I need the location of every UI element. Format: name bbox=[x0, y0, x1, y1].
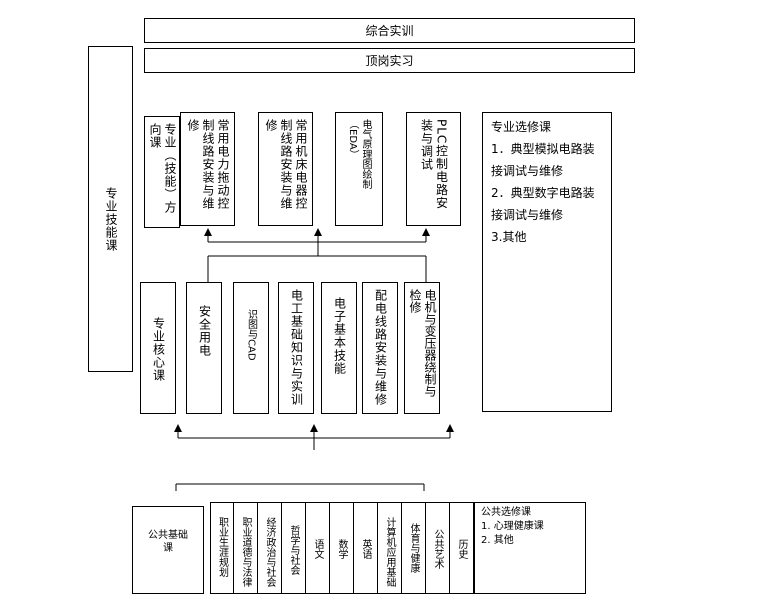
public-course-cell: 体育与健康 bbox=[401, 502, 426, 594]
direction-label: 专业（技能）方向课 bbox=[148, 123, 177, 214]
public-course-cell: 语文 bbox=[305, 502, 330, 594]
public-course-11: 历史 bbox=[456, 539, 467, 559]
core-course-box: 识图与CAD bbox=[233, 282, 269, 414]
public-course-cell: 数学 bbox=[329, 502, 354, 594]
core-course-box: 安全用电 bbox=[186, 282, 222, 414]
public-elective-item: 1. 心理健康课 bbox=[481, 521, 544, 532]
major-elective-item: 1．典型模拟电路装接调试与维修 bbox=[491, 142, 595, 178]
core-course-4: 电子基本技能 bbox=[332, 297, 347, 375]
public-course-1: 职业生涯规划 bbox=[216, 517, 228, 577]
core-course-5: 配电线路安装与维修 bbox=[373, 289, 388, 406]
direction-course-box: 电气原理图绘制（EDA） bbox=[335, 112, 383, 226]
direction-course-box: 常用电力拖动控制线路安装与维修 bbox=[180, 112, 235, 226]
core-course-6: 电机与变压器绕制与检修 bbox=[408, 289, 437, 397]
public-course-cell: 公共艺术 bbox=[425, 502, 450, 594]
direction-course-box: 常用机床电器控制线路安装与维修 bbox=[258, 112, 313, 226]
core-label-box: 专业核心课 bbox=[140, 282, 176, 414]
comprehensive-training-bar: 综合实训 bbox=[144, 18, 635, 43]
internship-label: 顶岗实习 bbox=[365, 54, 414, 68]
direction-label-box: 专业（技能）方向课 bbox=[144, 116, 180, 228]
internship-bar: 顶岗实习 bbox=[144, 48, 635, 73]
core-course-3: 电工基础知识与实训 bbox=[289, 289, 304, 406]
core-course-1: 安全用电 bbox=[197, 305, 212, 357]
direction-course-4: PLC控制电路安装与调试 bbox=[419, 119, 449, 210]
major-electives-box: 专业选修课 1．典型模拟电路装接调试与维修 2．典型数字电路装接调试与维修 3.… bbox=[482, 112, 612, 412]
public-course-cell: 职业生涯规划 bbox=[210, 502, 234, 594]
public-course-6: 数学 bbox=[336, 539, 347, 559]
public-electives-box: 公共选修课 1. 心理健康课 2. 其他 bbox=[474, 502, 586, 594]
direction-course-box: PLC控制电路安装与调试 bbox=[406, 112, 461, 226]
public-course-3: 经济政治与社会 bbox=[264, 517, 275, 587]
direction-course-2: 常用机床电器控制线路安装与维修 bbox=[264, 119, 308, 210]
comprehensive-training-label: 综合实训 bbox=[365, 24, 414, 38]
major-elective-item: 3.其他 bbox=[491, 230, 527, 244]
core-bracket bbox=[174, 424, 454, 450]
core-course-box: 电机与变压器绕制与检修 bbox=[404, 282, 440, 414]
public-label: 公共基础课 bbox=[148, 530, 188, 554]
public-course-cell: 英语 bbox=[353, 502, 378, 594]
direction-course-1: 常用电力拖动控制线路安装与维修 bbox=[186, 119, 230, 210]
core-course-box: 配电线路安装与维修 bbox=[362, 282, 398, 414]
public-course-cell: 计算机应用基础 bbox=[377, 502, 402, 594]
public-course-10: 公共艺术 bbox=[432, 529, 443, 569]
public-course-cell: 历史 bbox=[449, 502, 474, 594]
public-course-cell: 职业道德与法律 bbox=[233, 502, 258, 594]
public-bracket bbox=[175, 483, 425, 491]
public-course-8: 计算机应用基础 bbox=[384, 517, 395, 587]
public-course-cell: 哲学与社会 bbox=[281, 502, 306, 594]
major-elective-item: 2．典型数字电路装接调试与维修 bbox=[491, 186, 595, 222]
specialty-skills-box: 专业技能课 bbox=[88, 46, 133, 372]
public-course-cell: 经济政治与社会 bbox=[257, 502, 282, 594]
public-label-box: 公共基础课 bbox=[132, 506, 204, 594]
core-course-box: 电工基础知识与实训 bbox=[278, 282, 314, 414]
public-course-5: 语文 bbox=[312, 539, 323, 559]
public-elective-item: 2. 其他 bbox=[481, 535, 514, 546]
major-electives-title: 专业选修课 bbox=[491, 120, 552, 134]
core-label: 专业核心课 bbox=[151, 317, 166, 382]
core-course-2: 识图与CAD bbox=[245, 309, 257, 361]
public-course-9: 体育与健康 bbox=[408, 523, 419, 573]
specialty-skills-label: 专业技能课 bbox=[104, 187, 118, 252]
core-course-box: 电子基本技能 bbox=[321, 282, 357, 414]
public-electives-title: 公共选修课 bbox=[481, 507, 531, 518]
public-course-4: 哲学与社会 bbox=[288, 525, 299, 575]
direction-bracket bbox=[204, 228, 430, 282]
direction-course-3: 电气原理图绘制（EDA） bbox=[347, 119, 371, 189]
public-course-7: 英语 bbox=[360, 539, 371, 559]
public-course-2: 职业道德与法律 bbox=[240, 517, 251, 587]
